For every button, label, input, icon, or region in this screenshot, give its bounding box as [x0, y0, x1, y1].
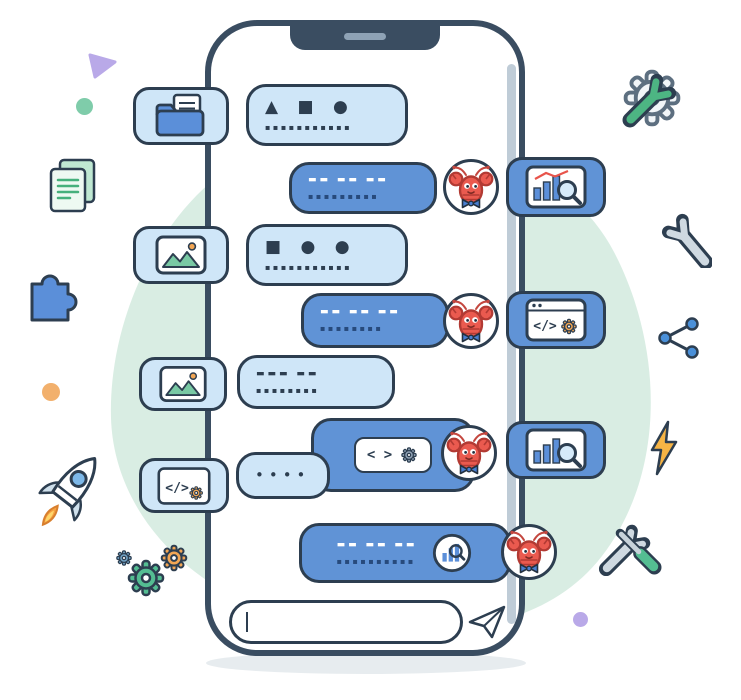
code-snippet-box: < >: [353, 437, 433, 473]
placeholder-dashes: ▬▬ ▬▬ ▬▬: [308, 174, 389, 185]
chart-magnifier-circle-icon: [433, 533, 472, 573]
placeholder-shapes: ▲ ■ ●: [265, 96, 355, 117]
crossed-tools-icon: [593, 506, 669, 580]
chat-bubble-left-2: ■ ● ● ▪▪▪▪▪▪▪▪▪▪▪: [246, 224, 408, 286]
chart-magnifier-icon: [525, 428, 587, 472]
chart-magnifier-icon: [525, 165, 587, 209]
lobster-avatar: [443, 293, 499, 349]
chat-bubble-right-2: ▬▬ ▬▬ ▬▬ ▪▪▪▪▪▪▪▪: [301, 293, 449, 348]
triangle-decoration: [88, 53, 117, 79]
placeholder-dashes: ▬▬▬ ▬▬: [256, 368, 320, 379]
code-glyph: </>: [533, 319, 557, 334]
gears-cluster-icon: [116, 544, 188, 597]
chat-bubble-left-1: ▲ ■ ● ▪▪▪▪▪▪▪▪▪▪▪: [246, 84, 408, 146]
photo-icon: [155, 235, 207, 275]
folder-document-icon: [155, 93, 205, 137]
placeholder-dashes: ▬▬ ▬▬ ▬▬: [336, 539, 418, 550]
orange-dot-decoration: [42, 383, 60, 401]
message-input[interactable]: [251, 613, 446, 631]
chat-bubble-left-4: ••••: [236, 452, 330, 499]
placeholder-dots: ▪▪▪▪▪▪▪▪▪▪▪: [265, 122, 353, 132]
placeholder-dots: ••••: [255, 466, 311, 484]
feature-badge-analytics: [506, 157, 606, 217]
rocket-icon: [38, 456, 97, 527]
code-window-gear-icon: </>: [157, 466, 211, 505]
attachment-badge-image: [133, 226, 229, 284]
placeholder-dashes: ▬▬ ▬▬ ▬▬: [320, 307, 401, 317]
placeholder-dots: ▪▪▪▪▪▪▪▪▪▪▪: [265, 262, 353, 272]
send-button[interactable]: [467, 604, 507, 640]
phone-shadow: [206, 652, 526, 674]
phone-notch: [290, 25, 440, 50]
lobster-avatar: [441, 425, 497, 481]
phone-speaker: [344, 33, 386, 40]
lobster-avatar: [443, 159, 499, 215]
placeholder-dots: ▪▪▪▪▪▪▪▪▪▪: [336, 556, 416, 566]
documents-icon: [49, 158, 96, 213]
attachment-badge-code: </>: [139, 458, 229, 513]
feature-badge-code: </>: [506, 291, 606, 349]
text-cursor: [246, 612, 248, 632]
placeholder-dots: ▪▪▪▪▪▪▪▪: [256, 385, 320, 395]
placeholder-dots: ▪▪▪▪▪▪▪▪▪: [308, 191, 380, 201]
code-window-gear-icon: </>: [525, 298, 587, 342]
placeholder-dots: ▪▪▪▪▪▪▪▪: [320, 324, 384, 333]
purple-dot-decoration: [573, 612, 588, 627]
photo-icon: [159, 365, 207, 403]
wrench-icon: [652, 198, 712, 268]
code-glyph: </>: [165, 481, 189, 496]
chat-bubble-right-1: ▬▬ ▬▬ ▬▬ ▪▪▪▪▪▪▪▪▪: [289, 162, 437, 214]
attachment-badge-image: [139, 357, 227, 411]
lightning-bolt-icon: [650, 420, 678, 476]
chat-bubble-right-4: ▬▬ ▬▬ ▬▬ ▪▪▪▪▪▪▪▪▪▪: [299, 523, 511, 583]
chat-bubble-left-3: ▬▬▬ ▬▬ ▪▪▪▪▪▪▪▪: [237, 355, 395, 409]
share-network-icon: [658, 317, 699, 359]
placeholder-shapes: ■ ● ●: [265, 236, 357, 257]
gear-wrench-icon: [612, 69, 681, 136]
green-dot-decoration: [76, 98, 93, 115]
puzzle-piece-icon: [30, 274, 78, 322]
attachment-badge-files: [133, 87, 229, 145]
gear-icon: [401, 447, 417, 463]
code-glyph: < >: [366, 447, 393, 463]
message-input-bar[interactable]: [229, 600, 463, 644]
feature-badge-analytics: [506, 421, 606, 479]
lobster-avatar: [501, 524, 557, 580]
